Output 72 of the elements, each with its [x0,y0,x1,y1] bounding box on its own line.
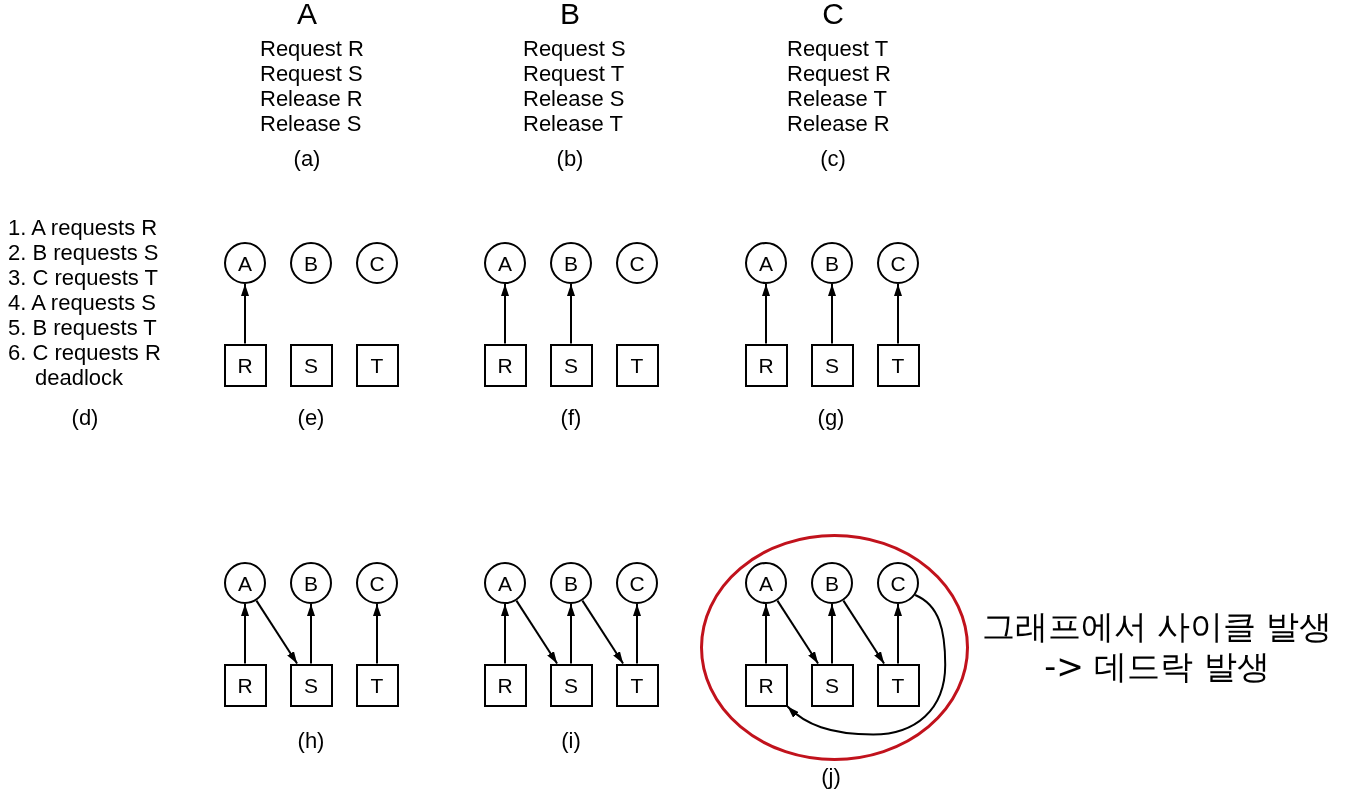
arrow [776,599,820,665]
resource-square: R [223,663,267,707]
instruction-text: Release R [787,110,890,136]
instruction-text: Request S [260,60,363,86]
instruction-text: Request R [787,60,891,86]
figure-caption: (i) [561,727,581,753]
event-step: 1. A requests R [8,214,158,240]
annotation-text: 그래프에서 사이클 발생 -> 데드락 발생 [980,607,1334,687]
figure-caption: (a) [293,145,321,171]
instruction-text: Request T [787,35,889,61]
figure-caption: (g) [817,404,845,430]
arrow [501,283,509,345]
arrow [828,283,836,345]
figure-caption: (f) [560,404,582,430]
figure-caption: (c) [820,145,846,171]
resource-square: S [810,343,854,387]
resource-square: T [876,663,920,707]
arrow [828,603,836,665]
arrow [762,603,770,665]
resource-square: R [744,663,788,707]
arrow [581,599,625,665]
column-heading: A [297,0,317,30]
resource-square: T [615,663,659,707]
instruction-text: Release T [523,110,623,136]
figure-caption: (h) [297,727,325,753]
arrow [567,283,575,345]
event-step: deadlock [35,364,124,390]
arrow [255,599,299,665]
arrow [373,603,381,665]
instruction-text: Request S [523,35,626,61]
arrow [307,603,315,665]
resource-square: S [810,663,854,707]
figure-caption: (d) [71,404,99,430]
event-step: 3. C requests T [8,264,158,290]
arrow [501,603,509,665]
arrow [515,599,559,665]
resource-square: T [615,343,659,387]
figure-caption: (b) [556,145,584,171]
resource-square: R [744,343,788,387]
event-step: 2. B requests S [8,239,159,265]
arrow [633,603,641,665]
arrow [842,599,886,665]
arrow [762,283,770,345]
resource-square: R [483,343,527,387]
column-heading: B [560,0,580,30]
arrow [786,593,947,736]
arrow [567,603,575,665]
arrow [241,603,249,665]
resource-square: T [355,663,399,707]
arrow [241,283,249,345]
figure-caption: (j) [821,763,841,789]
instruction-text: Request T [523,60,625,86]
resource-square: S [289,343,333,387]
event-step: 6. C requests R [8,339,161,365]
instruction-text: Release S [523,85,625,111]
resource-square: S [549,663,593,707]
resource-square: T [876,343,920,387]
arrow [894,603,902,665]
figure-caption: (e) [297,404,325,430]
column-heading: C [822,0,844,30]
resource-square: R [483,663,527,707]
resource-square: T [355,343,399,387]
instruction-text: Release S [260,110,362,136]
arrow [894,283,902,345]
instruction-text: Request R [260,35,364,61]
resource-square: S [549,343,593,387]
event-step: 5. B requests T [8,314,157,340]
resource-square: S [289,663,333,707]
event-step: 4. A requests S [8,289,156,315]
instruction-text: Release R [260,85,363,111]
resource-square: R [223,343,267,387]
instruction-text: Release T [787,85,887,111]
